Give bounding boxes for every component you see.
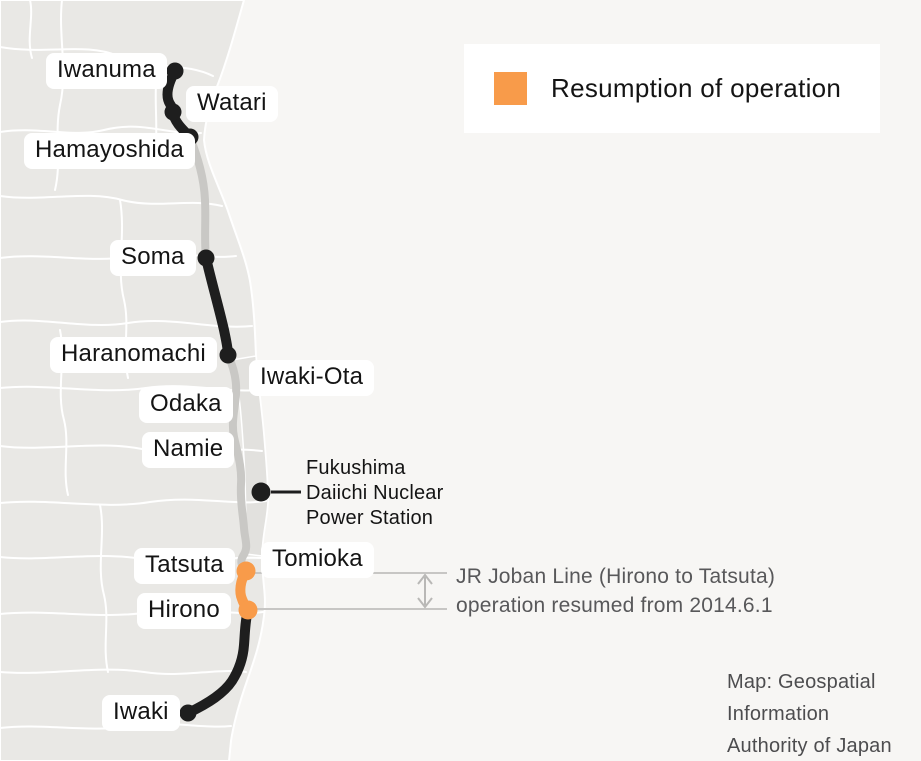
resumption-annotation-line2: operation resumed from 2014.6.1 bbox=[456, 594, 773, 617]
station-label-namie: Namie bbox=[142, 432, 235, 469]
dot-watari bbox=[164, 103, 182, 121]
rail-hamayoshida-soma bbox=[186, 133, 210, 262]
rail-suspended-segments bbox=[186, 133, 251, 576]
legend: Resumption of operation bbox=[464, 44, 880, 133]
station-label-soma: Soma bbox=[110, 240, 196, 277]
station-label-tomioka: Tomioka bbox=[261, 542, 374, 579]
dot-fukushima-daiichi bbox=[251, 482, 271, 502]
resumed-station-dots bbox=[236, 561, 258, 620]
dot-tatsuta bbox=[236, 561, 256, 581]
legend-swatch-icon bbox=[494, 72, 527, 105]
facility-caption: Fukushima Daiichi Nuclear Power Station bbox=[306, 456, 444, 531]
facility-caption-line2: Daiichi Nuclear bbox=[306, 482, 444, 504]
rail-haranomachi-tatsuta bbox=[224, 351, 251, 576]
facility-caption-line3: Power Station bbox=[306, 507, 434, 529]
station-label-haranomachi: Haranomachi bbox=[50, 337, 217, 374]
station-label-hamayoshida: Hamayoshida bbox=[24, 133, 195, 170]
rail-hirono-iwaki bbox=[183, 605, 253, 718]
dot-haranomachi bbox=[219, 346, 237, 364]
dot-iwanuma bbox=[166, 62, 184, 80]
station-label-tatsuta: Tatsuta bbox=[134, 548, 235, 585]
station-label-odaka: Odaka bbox=[139, 387, 233, 424]
station-label-iwanuma: Iwanuma bbox=[46, 53, 167, 90]
dot-iwaki bbox=[179, 704, 197, 722]
annotation-guides bbox=[254, 572, 447, 610]
map-attribution-line1: Map: Geospatial bbox=[727, 671, 876, 693]
station-label-hirono: Hirono bbox=[137, 593, 231, 630]
resumption-annotation: JR Joban Line (Hirono to Tatsuta) operat… bbox=[456, 562, 775, 620]
map-attribution-line3: Authority of Japan bbox=[727, 735, 892, 757]
dot-soma bbox=[197, 249, 215, 267]
double-arrow-icon bbox=[417, 573, 433, 609]
station-label-watari: Watari bbox=[186, 86, 278, 123]
station-label-iwaki: Iwaki bbox=[102, 695, 180, 732]
resumption-annotation-line1: JR Joban Line (Hirono to Tatsuta) bbox=[456, 565, 776, 588]
map-attribution-line2: Information bbox=[727, 703, 830, 725]
coastal-strip bbox=[231, 355, 269, 557]
map-attribution: Map: Geospatial Information Authority of… bbox=[727, 666, 892, 761]
municipal-boundaries bbox=[0, 0, 267, 730]
station-label-iwaki-ota: Iwaki-Ota bbox=[249, 360, 375, 397]
legend-label: Resumption of operation bbox=[551, 73, 842, 103]
facility-caption-line1: Fukushima bbox=[306, 457, 406, 479]
dot-hirono bbox=[238, 600, 258, 620]
